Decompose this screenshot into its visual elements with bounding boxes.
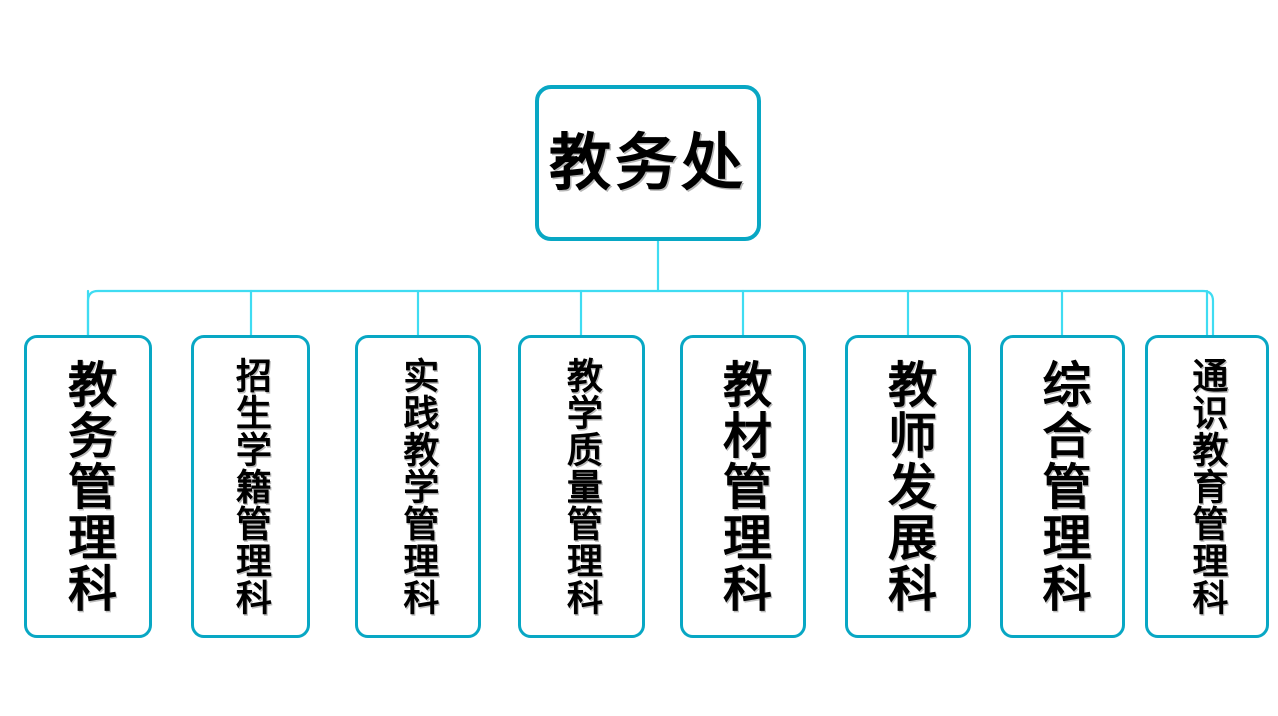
node-child-3-label: 实践教学管理科 — [397, 357, 440, 616]
node-child-3[interactable]: 实践教学管理科 — [355, 335, 481, 638]
node-child-1[interactable]: 教务管理科 — [24, 335, 152, 638]
node-child-7[interactable]: 综合管理科 — [1000, 335, 1125, 638]
node-child-2-label: 招生学籍管理科 — [229, 357, 272, 616]
node-child-6-label: 教师发展科 — [879, 359, 938, 614]
connector-horizontal-bus — [86, 289, 1215, 337]
node-child-7-label: 综合管理科 — [1034, 359, 1093, 614]
node-child-2[interactable]: 招生学籍管理科 — [191, 335, 310, 638]
node-child-6[interactable]: 教师发展科 — [845, 335, 971, 638]
node-child-4[interactable]: 教学质量管理科 — [518, 335, 645, 638]
node-root[interactable]: 教务处 — [535, 85, 761, 241]
node-child-8-label: 通识教育管理科 — [1186, 357, 1229, 616]
node-child-4-label: 教学质量管理科 — [560, 357, 603, 616]
node-child-1-label: 教务管理科 — [59, 359, 118, 614]
node-child-5-label: 教材管理科 — [714, 359, 773, 614]
node-child-8[interactable]: 通识教育管理科 — [1145, 335, 1269, 638]
node-child-5[interactable]: 教材管理科 — [680, 335, 806, 638]
node-root-label: 教务处 — [548, 126, 747, 199]
